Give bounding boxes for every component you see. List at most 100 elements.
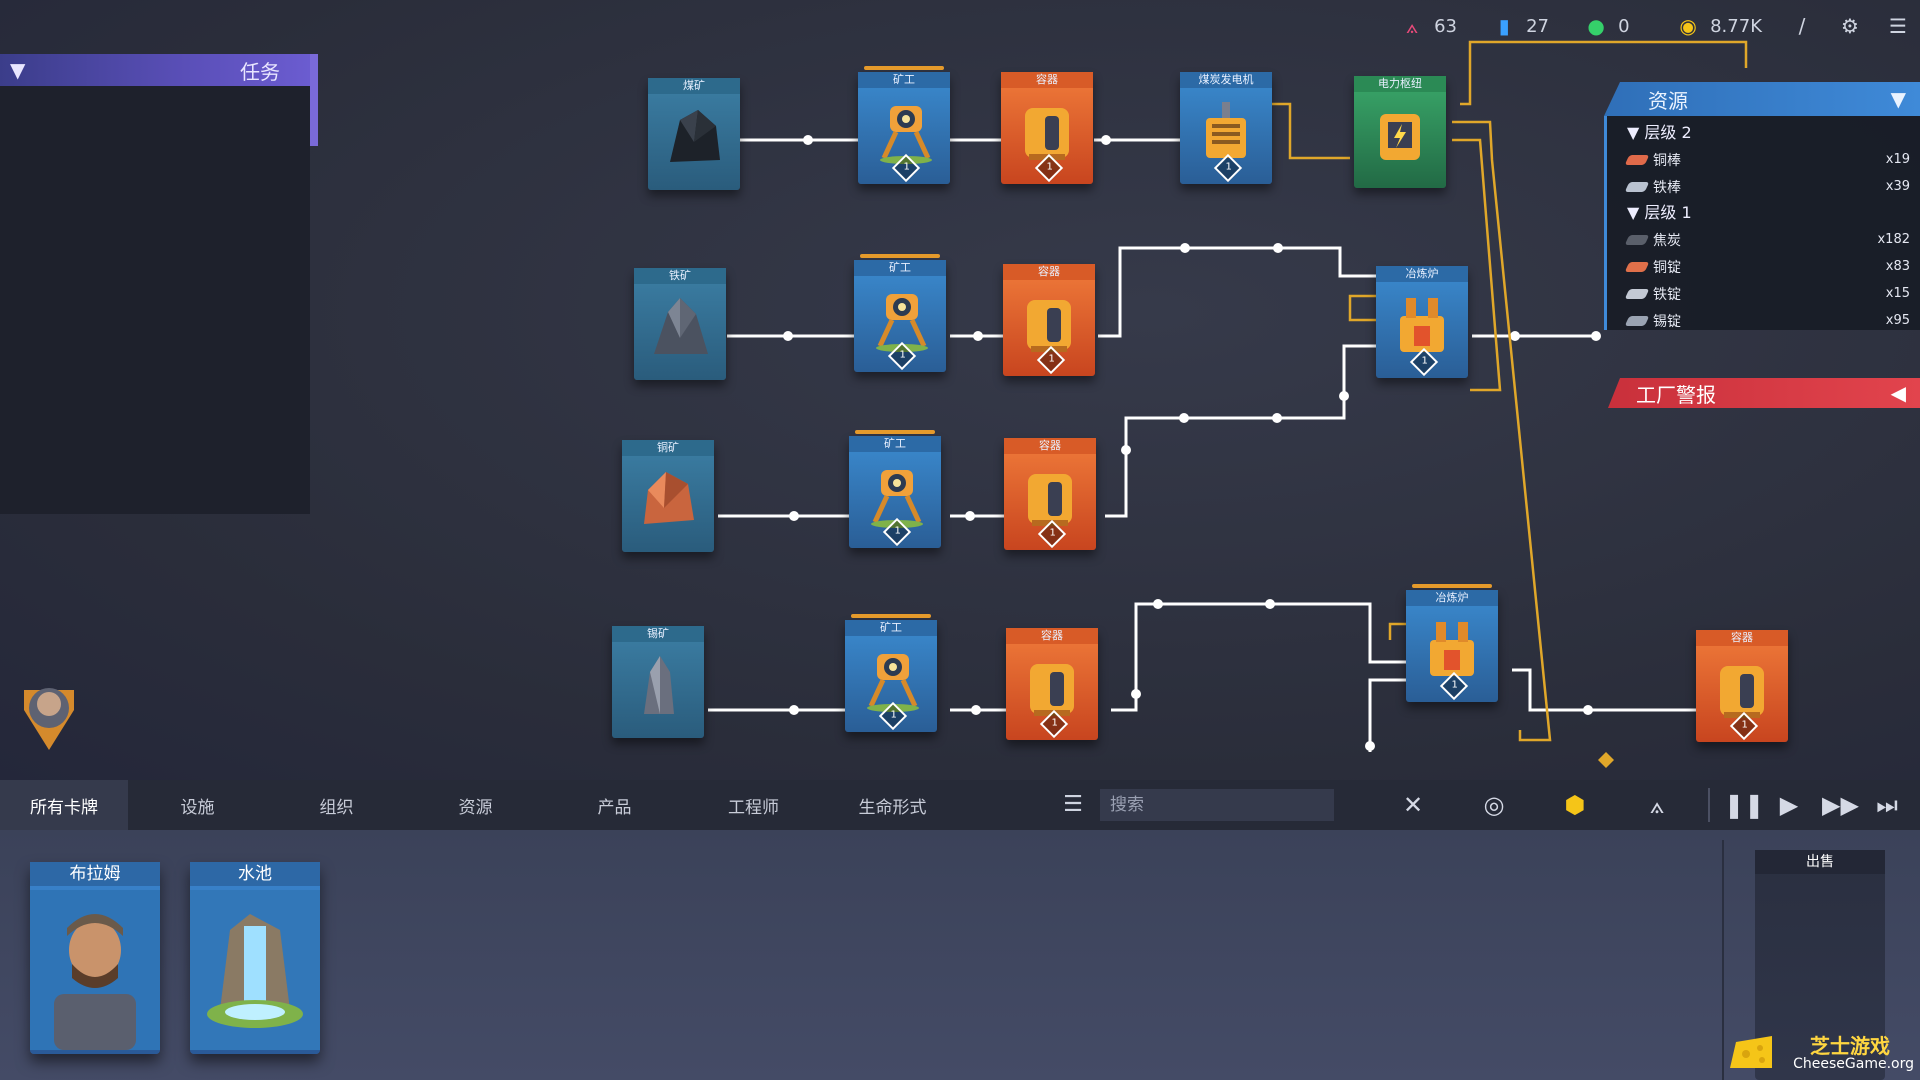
tab-facilities[interactable]: 设施 — [180, 797, 215, 818]
card-title: 冶炼炉 — [1376, 266, 1468, 282]
power-line-smelter1 — [1452, 138, 1502, 392]
hand-card-title: 布拉姆 — [30, 862, 160, 886]
tab-organization[interactable]: 组织 — [319, 797, 354, 818]
resource-row[interactable]: 锡锭 x95 — [1624, 307, 1910, 334]
search-input[interactable]: 搜索 — [1100, 789, 1334, 821]
gear-icon[interactable]: ⚙ — [1841, 14, 1859, 38]
gold-view-icon[interactable]: ◎ — [1483, 791, 1505, 819]
menu-icon[interactable]: ☰ — [1889, 14, 1907, 38]
iron-rod-icon — [1624, 181, 1650, 192]
resource-panel[interactable]: 资源 ▼ ▼ 层级 2 铜棒 x19 铁棒 x39 ▼ 层级 1 焦炭 x182… — [1604, 82, 1920, 350]
research-tree-icon[interactable]: ⟑ — [1649, 791, 1665, 819]
container-icon — [1027, 300, 1071, 352]
card-coal-ore[interactable]: 煤矿 — [648, 78, 740, 190]
hand-card-pool[interactable]: 水池 — [190, 862, 320, 1054]
power-line-gen-hub — [1270, 102, 1350, 160]
card-worker-tin[interactable]: 矿工 1 — [845, 614, 937, 732]
coke-icon — [1624, 234, 1650, 245]
card-title: 矿工 — [858, 72, 950, 88]
tab-resources[interactable]: 资源 — [458, 797, 493, 818]
card-copper-ore[interactable]: 铜矿 — [622, 440, 714, 552]
tab-products[interactable]: 产品 — [597, 797, 632, 818]
card-container-5[interactable]: 容器 1 — [1696, 630, 1788, 742]
card-smelter-2[interactable]: 冶炼炉 1 — [1406, 584, 1498, 702]
tab-all-cards[interactable]: 所有卡牌 — [0, 780, 128, 830]
wire-container4-smelter2 — [1111, 602, 1406, 712]
card-container-3[interactable]: 容器 1 — [1004, 438, 1096, 550]
wire-smelter2-container — [1512, 668, 1696, 712]
resource-row[interactable]: 焦炭 x182 — [1624, 226, 1910, 253]
card-container-2[interactable]: 容器 1 — [1003, 264, 1095, 376]
power-line-hub-smelter — [1452, 120, 1552, 742]
wire-container2-smelter — [1098, 246, 1376, 338]
stat-worker-count[interactable]: ● 0 — [1584, 14, 1648, 38]
edit-slash-icon[interactable]: / — [1798, 14, 1806, 38]
power-line-smelter2 — [1388, 622, 1406, 640]
card-title: 矿工 — [854, 260, 946, 276]
container-icon — [1720, 666, 1764, 718]
resource-title: 资源 — [1648, 88, 1688, 113]
copper-ingot-icon — [1624, 261, 1650, 272]
card-title: 煤炭发电机 — [1180, 72, 1272, 88]
progress-bar — [851, 614, 931, 618]
conveyor-wires — [708, 40, 1748, 768]
tier-header[interactable]: ▼ 层级 1 — [1627, 203, 1692, 222]
card-container-1[interactable]: 容器 1 — [1001, 72, 1093, 184]
card-worker-iron[interactable]: 矿工 1 — [854, 254, 946, 372]
card-title: 容器 — [1004, 438, 1096, 454]
resource-row[interactable]: 铁锭 x15 — [1624, 280, 1910, 307]
quest-edge — [310, 54, 318, 146]
resource-list: ▼ 层级 2 铜棒 x19 铁棒 x39 ▼ 层级 1 焦炭 x182 铜锭 x… — [1604, 116, 1920, 330]
factory-alert-bar[interactable]: 工厂警报 ◀ — [1608, 378, 1920, 408]
quest-header[interactable]: ▼ 任务 — [0, 54, 310, 86]
play-icon[interactable]: ▶ — [1779, 791, 1799, 819]
miner-robot-icon — [880, 106, 932, 164]
card-title: 冶炼炉 — [1406, 590, 1498, 606]
sell-zone[interactable]: 出售 — [1755, 850, 1885, 1080]
smelter-icon — [1430, 622, 1474, 676]
collapse-triangle-icon[interactable]: ▼ — [10, 58, 26, 82]
progress-bar — [860, 254, 940, 258]
stat-tech-points[interactable]: ⟑ 63 — [1400, 14, 1464, 38]
tab-engineers[interactable]: 工程师 — [728, 797, 779, 818]
tab-lifeforms[interactable]: 生命形式 — [858, 797, 927, 818]
factory-board[interactable]: 煤矿 矿工 1 容器 1 煤炭发电机 1 电力枢纽 铁矿 矿工 1 容器 1 冶… — [0, 0, 1920, 780]
resource-row[interactable]: 铁棒 x39 — [1624, 173, 1910, 200]
resource-row[interactable]: 铜锭 x83 — [1624, 253, 1910, 280]
stat-card-count[interactable]: ▮ 27 — [1492, 14, 1556, 38]
card-title: 容器 — [1006, 628, 1098, 644]
build-tools-icon[interactable]: ✕ — [1402, 791, 1424, 819]
tech-points-value: 63 — [1434, 15, 1458, 37]
resource-row[interactable]: 铜棒 x19 — [1624, 146, 1910, 173]
fast-forward-icon[interactable]: ▶▶ — [1822, 791, 1859, 819]
collapse-triangle-icon[interactable]: ▼ — [1890, 87, 1906, 111]
tin-ore-icon — [644, 656, 674, 714]
quest-panel[interactable]: ▼ 任务 — [0, 54, 318, 514]
iron-ingot-icon — [1624, 288, 1650, 299]
card-container-4[interactable]: 容器 1 — [1006, 628, 1098, 740]
advisor-avatar[interactable] — [18, 670, 80, 754]
filter-icon[interactable]: ☰ — [1063, 792, 1083, 817]
resource-header[interactable]: 资源 ▼ — [1604, 82, 1920, 116]
tier-header[interactable]: ▼ 层级 2 — [1627, 123, 1692, 142]
hand-card-bram[interactable]: 布拉姆 — [30, 862, 160, 1054]
card-coal-generator[interactable]: 煤炭发电机 1 — [1180, 72, 1272, 184]
container-icon — [1028, 474, 1072, 526]
card-worker-copper[interactable]: 矿工 1 — [849, 430, 941, 548]
card-iron-ore[interactable]: 铁矿 — [634, 268, 726, 380]
gold-coin-icon: ◉ — [1679, 14, 1697, 38]
progress-bar — [855, 430, 935, 434]
quest-title: 任务 — [240, 59, 280, 84]
power-hub-icon — [1380, 114, 1420, 160]
toolbar-divider — [1708, 788, 1710, 822]
card-smelter-1[interactable]: 冶炼炉 1 — [1376, 266, 1468, 378]
hex-gold-icon[interactable]: ⬢ — [1564, 791, 1586, 819]
card-worker-coal[interactable]: 矿工 1 — [858, 66, 950, 184]
card-tin-ore[interactable]: 锡矿 — [612, 626, 704, 738]
stat-gold[interactable]: ◉ 8.77K — [1676, 14, 1762, 38]
watermark-name: 芝士游戏 — [1810, 1034, 1890, 1058]
fastest-forward-icon[interactable]: ⏭ — [1876, 791, 1898, 819]
card-power-hub[interactable]: 电力枢纽 — [1354, 76, 1446, 188]
pause-icon[interactable]: ❚❚ — [1724, 791, 1765, 819]
expand-triangle-icon[interactable]: ◀ — [1890, 381, 1906, 405]
